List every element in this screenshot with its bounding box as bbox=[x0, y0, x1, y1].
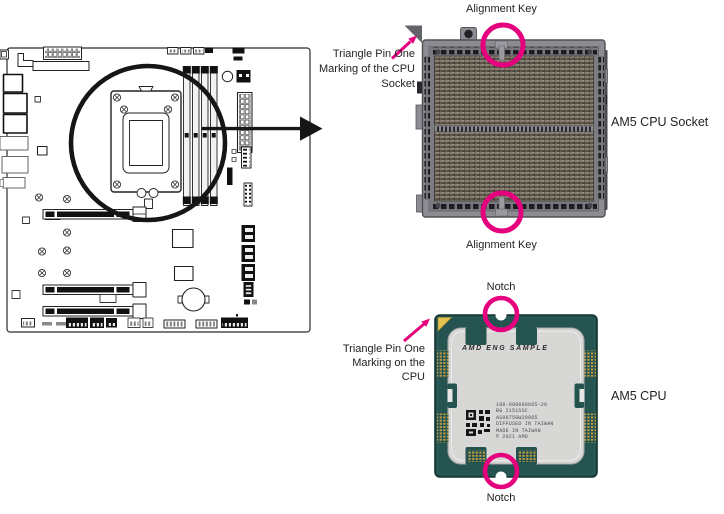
cpu-pin-one-callout: Triangle Pin One Marking on the CPU bbox=[342, 343, 425, 384]
notch-ring-bottom bbox=[482, 452, 520, 490]
rear-io-blocks bbox=[0, 49, 90, 189]
cpu-pin-one-triangle bbox=[437, 317, 453, 332]
cpu-socket-outline bbox=[110, 86, 182, 209]
socket-pin-one-triangle bbox=[404, 25, 422, 43]
cpu-socket-illustration bbox=[404, 25, 608, 218]
qr-code bbox=[466, 410, 490, 436]
bottom-headers bbox=[21, 314, 248, 329]
alignment-key-tab-bottom bbox=[495, 196, 508, 217]
atx-24pin-connector bbox=[236, 91, 253, 154]
socket-title: AM5 CPU Socket bbox=[611, 115, 709, 129]
pin-one-arrow-cpu bbox=[403, 318, 430, 343]
chip-text-line: AS9875GW20065 bbox=[496, 414, 538, 421]
zoom-arrow-icon bbox=[202, 116, 323, 141]
alignment-key-tab-top bbox=[495, 40, 508, 61]
cpu-chip-text: 100-000000665-20 BG 2151SSC AS9875GW2006… bbox=[496, 402, 554, 440]
fan-headers bbox=[167, 47, 205, 55]
cpu-notch-top bbox=[495, 309, 507, 321]
cpu-ihs-marking: AMD ENG SAMPLE bbox=[462, 345, 549, 352]
chip-text-line: © 2021 AMD bbox=[496, 434, 529, 441]
alignment-key-label-bottom: Alignment Key bbox=[466, 239, 537, 251]
dimm-slots bbox=[182, 66, 218, 206]
cpu-gold-pads bbox=[437, 350, 596, 462]
pcie-slots bbox=[42, 206, 147, 319]
callout-rings bbox=[480, 22, 526, 490]
pin-one-arrow-socket bbox=[390, 35, 417, 60]
cpu-illustration bbox=[434, 309, 598, 483]
highlight-circle bbox=[68, 63, 228, 223]
sata-and-headers bbox=[241, 182, 257, 305]
chip-text-line: 100-000000665-20 bbox=[496, 402, 548, 408]
alignment-key-ring-top bbox=[480, 22, 526, 68]
chip-text-line: BG 2151SSC bbox=[496, 408, 529, 415]
motherboard-diagram bbox=[0, 46, 311, 333]
socket-pin-one-callout: Triangle Pin One Marking of the CPU Sock… bbox=[319, 48, 415, 90]
chip-text-line: DIFFUSED IN TAIWAN bbox=[496, 421, 554, 428]
notch-ring-top bbox=[482, 295, 520, 333]
alignment-key-label-top: Alignment Key bbox=[466, 3, 537, 15]
cpu-title: AM5 CPU bbox=[611, 389, 667, 403]
notch-label-top: Notch bbox=[486, 281, 516, 293]
cmos-battery bbox=[177, 287, 210, 312]
notch-label-bottom: Notch bbox=[486, 492, 516, 504]
chip-text-line: MADE IN TAIWAN bbox=[496, 427, 541, 434]
cpu-notch-bottom bbox=[495, 471, 507, 483]
alignment-key-ring-bottom bbox=[480, 190, 524, 234]
